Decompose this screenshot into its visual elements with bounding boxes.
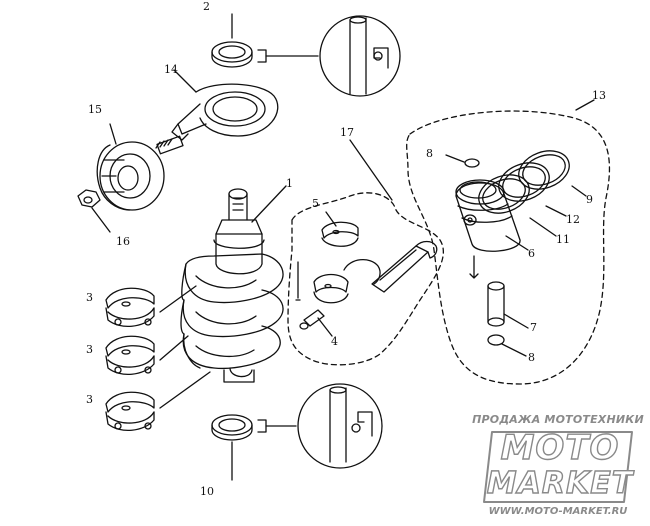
callout-3c: 3 <box>86 393 93 406</box>
callout-17: 17 <box>340 126 354 139</box>
callout-12: 16 <box>116 235 130 248</box>
callout-3a: 3 <box>86 291 93 304</box>
callout-15: 11 <box>556 233 570 246</box>
bearings-part-3 <box>105 285 211 431</box>
callout-3b: 3 <box>86 343 93 356</box>
callout-4: 4 <box>331 335 338 348</box>
watermark-logo: MOTO MARKET <box>485 427 635 506</box>
callout-6: 6 <box>528 247 535 260</box>
callout-7: 7 <box>530 321 537 334</box>
watermark-logo-line1: MOTO <box>500 427 620 468</box>
watermark-caption: ПРОДАЖА МОТОТЕХНИКИ <box>472 413 644 426</box>
detail-circle-bottom <box>297 383 383 469</box>
callout-8a: 8 <box>426 147 433 160</box>
rod-assembly-part-17 <box>287 139 445 366</box>
callout-1: 1 <box>286 177 293 190</box>
callout-5: 5 <box>312 197 319 210</box>
seal-part-13 <box>211 414 297 481</box>
watermark-logo-line2: MARKET <box>486 465 634 501</box>
callout-16: 13 <box>592 89 606 102</box>
nut-part-12 <box>77 189 111 233</box>
watermark-url: WWW.MOTO-MARKET.RU <box>488 506 628 517</box>
hub-part-11 <box>96 123 165 211</box>
seal-part-2 <box>211 13 319 68</box>
callout-8b: 8 <box>528 351 535 364</box>
watermark-frame <box>483 431 633 503</box>
callout-14: 12 <box>566 213 580 226</box>
rod-part-10 <box>155 69 279 155</box>
callout-9: 9 <box>586 193 593 206</box>
callout-11: 15 <box>88 103 102 116</box>
crankshaft-part-1 <box>180 185 287 383</box>
detail-circle-top <box>319 15 401 97</box>
callout-2: 2 <box>203 0 210 13</box>
piston-group-part-16 <box>406 99 611 385</box>
callout-10: 14 <box>164 63 178 76</box>
callout-13: 10 <box>200 485 214 498</box>
